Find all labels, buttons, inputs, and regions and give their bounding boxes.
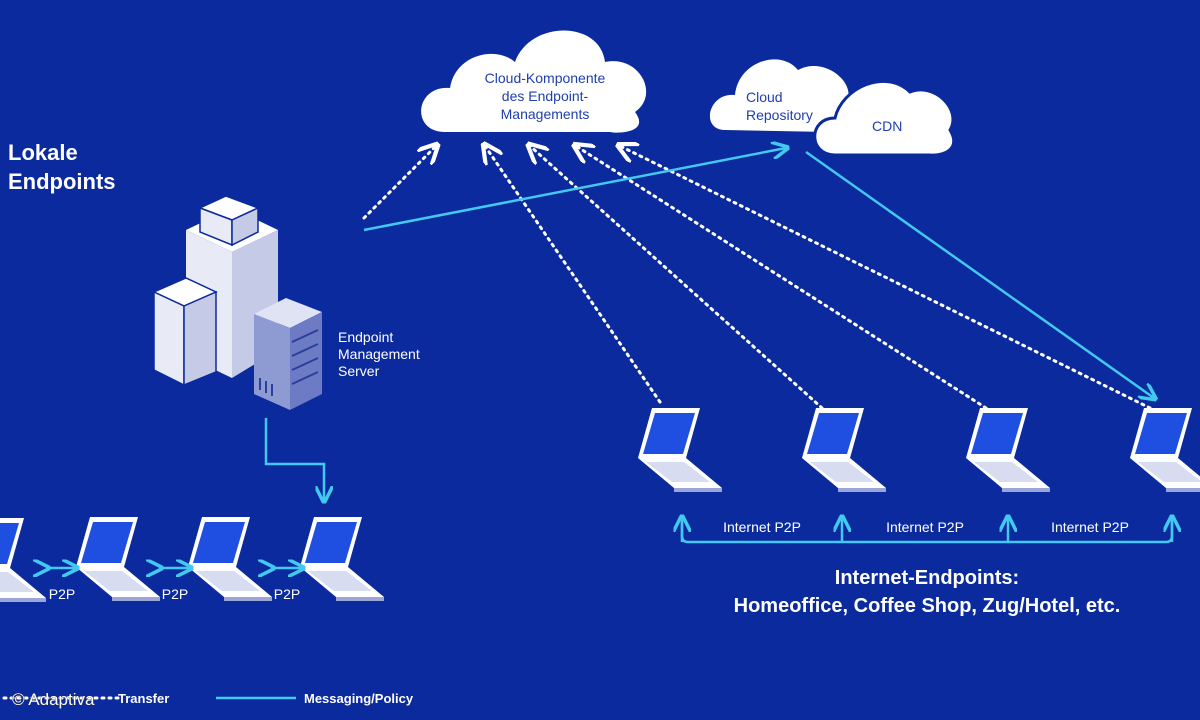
title-local-line-2: Endpoints xyxy=(8,169,116,194)
transfer-line-internet-1 xyxy=(485,146,662,404)
cloud-main-line-3: Managements xyxy=(501,106,590,122)
transfer-line-internet-4 xyxy=(620,146,1152,410)
cloud-main-line-2: des Endpoint- xyxy=(502,88,589,104)
watermark-text: © Adaptiva xyxy=(12,690,95,709)
p2p-label-3: P2P xyxy=(274,586,300,602)
server-to-local-arrow xyxy=(264,418,324,500)
local-laptop-1 xyxy=(0,518,46,602)
messaging-line-to-repo xyxy=(363,148,786,232)
local-laptop-3 xyxy=(188,517,272,601)
cloud-repository: Cloud Repository xyxy=(709,59,852,132)
cloud-cdn: CDN xyxy=(813,79,956,157)
cloud-cdn-label: CDN xyxy=(872,118,902,134)
legend-dotted-label: Transfer xyxy=(118,691,169,706)
cloud-main-line-1: Cloud-Komponente xyxy=(485,70,606,86)
cloud-repo-line-1: Cloud xyxy=(746,89,783,105)
local-laptop-4 xyxy=(300,517,384,601)
cloud-endpoint-management: Cloud-Komponente des Endpoint- Managemen… xyxy=(421,30,647,133)
server-label-line-1: Endpoint xyxy=(338,329,393,345)
office-building-icon xyxy=(152,195,278,387)
internet-p2p-label-3: Internet P2P xyxy=(1051,519,1129,535)
p2p-label-1: P2P xyxy=(49,586,75,602)
internet-laptop-1 xyxy=(638,408,722,492)
server-label-line-3: Server xyxy=(338,363,380,379)
internet-title-line-2: Homeoffice, Coffee Shop, Zug/Hotel, etc. xyxy=(734,595,1121,617)
cloud-repo-line-2: Repository xyxy=(746,107,813,123)
messaging-line-cdn-to-laptop xyxy=(805,150,1154,398)
internet-laptop-2 xyxy=(802,408,886,492)
transfer-line-internet-2 xyxy=(530,146,824,410)
server-label-line-2: Management xyxy=(338,346,420,362)
local-laptop-2 xyxy=(76,517,160,601)
legend-solid-label: Messaging/Policy xyxy=(304,691,414,706)
internet-p2p-label-1: Internet P2P xyxy=(723,519,801,535)
internet-p2p-label-2: Internet P2P xyxy=(886,519,964,535)
title-local-line-1: Lokale xyxy=(8,140,78,165)
internet-p2p-bus xyxy=(682,518,1172,544)
internet-laptop-3 xyxy=(966,408,1050,492)
server-rack-icon xyxy=(254,298,322,410)
internet-laptop-4 xyxy=(1130,408,1200,492)
internet-title-line-1: Internet-Endpoints: xyxy=(835,567,1019,589)
transfer-line-internet-3 xyxy=(576,146,988,410)
transfer-line-local xyxy=(362,146,436,220)
p2p-label-2: P2P xyxy=(162,586,188,602)
